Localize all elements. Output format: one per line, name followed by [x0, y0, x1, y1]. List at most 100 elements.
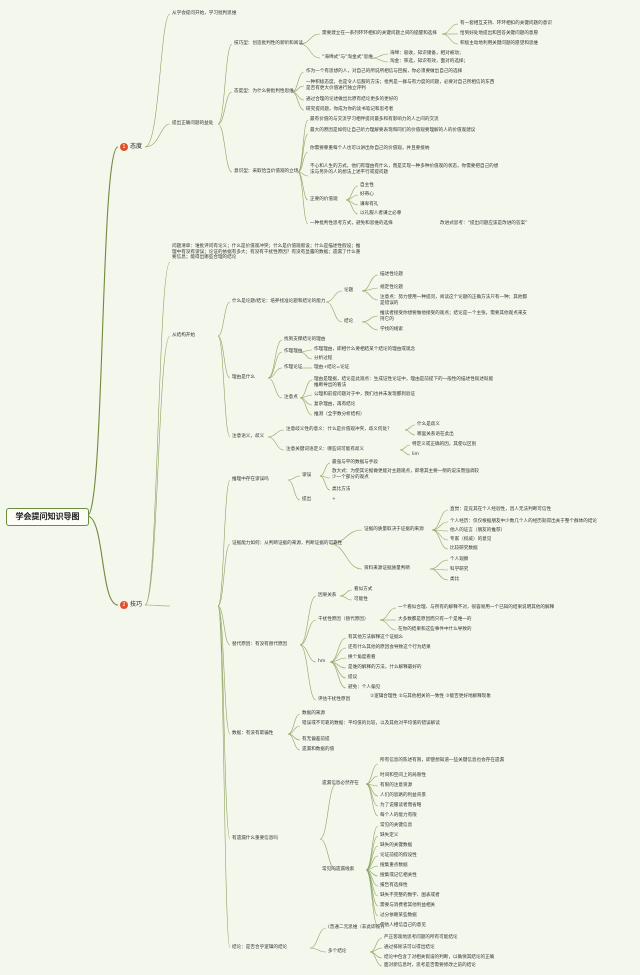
- leaf: 面对新信息时，思考是否需要修改之前的结论: [384, 963, 476, 968]
- leaf: 研究提问题，你成为你的读书笔记和思考者: [306, 107, 394, 112]
- node[interactable]: 从结构开始: [172, 333, 195, 338]
- node[interactable]: 注意歧义性的意义：什么是价值观冲突，歧义何处？: [286, 427, 392, 432]
- leaf: 淘金：筛选，知识有效，面对的选择；: [390, 59, 469, 64]
- node[interactable]: 作理论证: [284, 365, 303, 370]
- leaf: 通过合理的论述做出比原有结论更多的更好的: [306, 97, 398, 102]
- node[interactable]: 替代原因：有没有替代原因: [232, 642, 288, 647]
- node[interactable]: 证据能力如何：从判断证据的来源，判断证据的可靠性: [232, 541, 343, 546]
- node[interactable]: 提出: [302, 497, 312, 502]
- node[interactable]: 干扰性原因（替代原因）: [318, 617, 369, 622]
- leaf: 有无偏差前提: [302, 737, 330, 742]
- leaf: 规定性论题: [380, 285, 403, 290]
- node[interactable]: 推理中存在谬误吗: [232, 477, 269, 482]
- node[interactable]: 正要的价值观: [310, 197, 338, 202]
- node[interactable]: 注意点: [284, 395, 298, 400]
- node[interactable]: 证据的质量取决于证据的来源: [364, 527, 424, 532]
- node[interactable]: 常见的遗漏线索: [322, 867, 355, 872]
- leaf: 不心和人生的方式，他们有理由有什么，而是实现一种多种价值观的状态，你需要把自己的…: [310, 164, 499, 175]
- node[interactable]: 数据：有没有欺骗性: [232, 731, 274, 736]
- leaf: 最强与平的数据与手段: [332, 460, 378, 465]
- node[interactable]: (普通二元思维（非此即彼）): [328, 925, 385, 930]
- node[interactable]: 一种批判性思考方式，避免和思维的选择: [310, 221, 393, 226]
- node[interactable]: 提出正确问题的益处: [172, 121, 214, 126]
- node[interactable]: 态度型：为什么要批判性思维: [234, 89, 294, 94]
- node[interactable]: 资料来源证据质量判断: [364, 566, 410, 571]
- leaf: 缺失不完整的数字、图表或者: [380, 893, 440, 898]
- leaf: 个人观察: [450, 557, 469, 562]
- branch-number-badge: 1: [120, 143, 128, 151]
- node[interactable]: 从学会提问开始，学习批判思维: [172, 11, 237, 16]
- leaf: 海绵：吸收，知识储备，相对被动；: [390, 51, 464, 56]
- leaf: 理由+结论=论证: [314, 365, 350, 370]
- node[interactable]: 注意关键词语定义：哪些词可能有歧义: [286, 447, 365, 452]
- node[interactable]: 因果关系: [318, 593, 337, 598]
- leaf: 比较研究数据: [450, 546, 478, 551]
- leaf: +: [332, 497, 336, 502]
- leaf: 需要与消费者其他利益相关: [380, 903, 436, 908]
- leaf: 好奇心: [360, 192, 374, 197]
- leaf: 类比: [450, 577, 460, 582]
- leaf: 改进式思考：“提出问题应该是改进的答案”: [440, 221, 528, 226]
- leaf: 报告有选择性: [380, 883, 408, 888]
- leaf: 论证前提的假设性: [380, 853, 417, 858]
- node[interactable]: 找到支撑结论的理由: [284, 337, 326, 342]
- leaf: 自主性: [360, 183, 374, 188]
- leaf: 遗漏和数据的值: [302, 747, 335, 752]
- leaf: 类比方法: [332, 487, 351, 492]
- leaf: 通过排除法可以得出结论: [384, 945, 435, 950]
- leaf: 理由是理据，结论是此观点：生成证性论证中，理由是前提下的一般性的描述性既述既能推…: [314, 377, 494, 388]
- leaf: 推读者接受你想要做他接受的观点；结论是一个主张，需要其他观点来支持它的: [380, 311, 528, 322]
- leaf: 常见的关键信息: [380, 823, 413, 828]
- leaf: 提议: [348, 675, 358, 680]
- node[interactable]: 结论：是否合乎逻辑的结论: [232, 945, 288, 950]
- leaf: 数据的来源: [302, 711, 325, 716]
- leaf: 你需要尊重每个人也可以讲出你自己的价值观，并且要接纳: [310, 146, 430, 151]
- node[interactable]: 技巧型：创造批判性的新听和阅读: [234, 41, 303, 46]
- node[interactable]: 多个结论: [328, 949, 347, 954]
- leaf: 科学研究: [450, 567, 469, 572]
- node[interactable]: 结论: [344, 319, 354, 324]
- leaf: 人们的思路的利益背景: [380, 793, 426, 798]
- node[interactable]: 论题: [344, 288, 354, 293]
- leaf: 严正客观地思考问题的所有可能结论: [384, 935, 458, 940]
- leaf: 积极主动地利用关键问题的愿望和思维: [460, 41, 539, 46]
- node[interactable]: 什么是论题/结论：培养找准论题和结论的能力: [232, 299, 326, 304]
- node[interactable]: 遗漏信息必然存在: [322, 781, 359, 786]
- leaf: 描述性论题: [380, 272, 403, 277]
- leaf: 避免：个人偏见: [348, 685, 381, 690]
- leaf: 最有价值的与交流学习相伴提问最多和有影响力的人之间的交流: [310, 117, 439, 122]
- node[interactable]: 理由是什么: [232, 375, 255, 380]
- node[interactable]: 注意语义，歧义: [232, 434, 265, 439]
- leaf: 搜集或记忆相关性: [380, 873, 417, 878]
- leaf: 特定义或正确的因，其使以区别: [412, 442, 477, 447]
- leaf: 最大的原因是如何让自己听力理解要表现和同们的价值观要理解的人的价值观建议: [310, 128, 476, 133]
- node[interactable]: 问题清单：谁批评问有论义；什么是价值观冲突；什么是价值观假设；什么是描述性假设；…: [172, 244, 361, 261]
- branch-attitude[interactable]: 态度: [130, 143, 143, 150]
- node[interactable]: 谬误: [302, 473, 312, 478]
- node[interactable]: 有遗漏什么重要信息吗: [232, 836, 278, 841]
- leaf: 是谁的解释的方法，什么解释最好的: [348, 665, 422, 670]
- leaf: 大多数都是原因而只有一个是唯一的: [398, 617, 472, 622]
- leaf: 为了说服读者而省略: [380, 803, 422, 808]
- leaf: 可能性: [354, 597, 368, 602]
- leaf: 有限的注意资源: [380, 783, 413, 788]
- node[interactable]: 评估干扰性原因: [318, 697, 351, 702]
- leaf: 换个角度看看: [348, 655, 376, 660]
- node[interactable]: 作理理由: [284, 349, 303, 354]
- leaf: 复杂理由，再有结论: [314, 402, 356, 407]
- leaf: 有其他方法解释这个证据么: [348, 635, 404, 640]
- root-node[interactable]: 学会提问知识导图: [6, 508, 89, 526]
- node[interactable]: “海绵式”与“淘金式”思维: [322, 55, 373, 60]
- node[interactable]: hm: [318, 659, 326, 664]
- branch-skill[interactable]: 技巧: [130, 601, 143, 608]
- leaf: 哪里关系语在此出: [417, 432, 454, 437]
- leaf: 搜集重点数据: [380, 863, 408, 868]
- node[interactable]: 意识型：采取恰当价值观的立场: [234, 169, 299, 174]
- leaf: 使他人相信自己的意见: [380, 923, 426, 928]
- leaf: 在你的结果和这些事件中什么导致的: [398, 627, 472, 632]
- leaf: 错误或不可靠的数据：平均值的比较，以及其他对平均值的错误解读: [302, 721, 440, 726]
- node[interactable]: 需要建立在一系列环环相扣的关键问题之间的提醒和选择: [322, 31, 437, 36]
- leaf: 过分依赖某些数据: [380, 913, 417, 918]
